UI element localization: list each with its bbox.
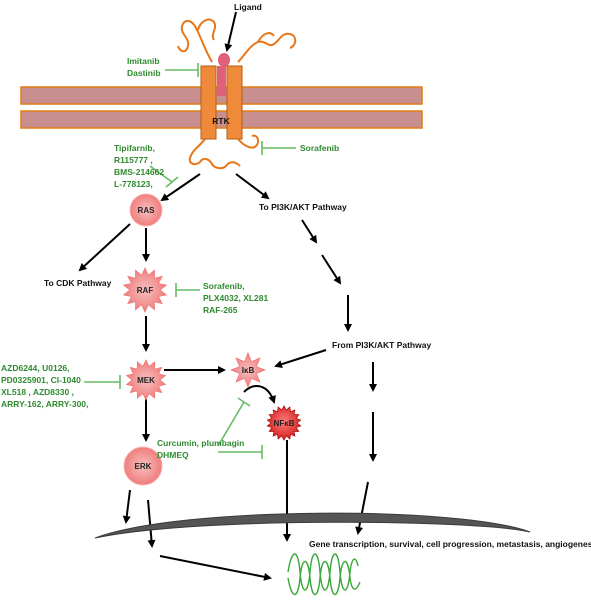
label-mek: MEK: [137, 376, 155, 385]
intracellular-chains: [188, 134, 260, 170]
arrows: [78, 11, 377, 581]
arrow-ras-cdk: [78, 223, 131, 272]
label-erk: ERK: [135, 462, 152, 471]
inhibitor-mek-4: ARRY-162, ARRY-300,: [1, 399, 88, 409]
inhibit-ras-bar: [165, 176, 179, 188]
mek-node: [125, 359, 167, 401]
inhibitor-raf-2: PLX4032, XL281: [203, 293, 268, 303]
ikb-node: [229, 351, 267, 389]
label-nfkb: NFκB: [274, 419, 295, 428]
arrow-ligand: [224, 11, 237, 52]
dna-strand: [287, 553, 361, 596]
label-ikb: IκB: [242, 366, 255, 375]
arrow-pi3k-2: [321, 254, 342, 285]
ligand-tip: [218, 53, 230, 67]
ligand-chains: [177, 18, 297, 63]
inhibitor-ras-3: BMS-214662: [114, 167, 164, 177]
inhibitor-imitanib: Imitanib: [127, 56, 160, 66]
arrow-to-nucleus-right: [355, 481, 369, 535]
label-gene-transcription: Gene transcription, survival, cell progr…: [309, 539, 591, 549]
arrow-pi3k-1: [301, 219, 318, 244]
arrow-erk-left: [122, 489, 131, 524]
inhibitor-dastinib: Dastinib: [127, 68, 161, 78]
label-rtk: RTK: [212, 116, 230, 126]
nuclear-envelope: [94, 512, 531, 539]
inhibitor-ras-1: Tipifarnib,: [114, 143, 155, 153]
arrow-to-dna: [159, 555, 272, 581]
inhibitor-sorafenib-rtk: Sorafenib: [300, 143, 339, 153]
arrow-rtk-ras: [160, 173, 201, 202]
label-to-pi3k: To PI3K/AKT Pathway: [259, 202, 347, 212]
arrow-erk-right: [147, 499, 156, 548]
rtk-right-helix: [226, 65, 243, 140]
inhibit-ras-line: [149, 165, 173, 183]
inhibitor-ras-2: R115777 ,: [114, 155, 153, 165]
inhibit-ikb-bar: [237, 397, 251, 407]
rtk-receptor: [200, 65, 243, 140]
ras-node: [129, 193, 163, 227]
inhibitor-mek-2: PD0325901, CI-1040: [1, 375, 81, 385]
membrane-band-inner: [20, 110, 423, 129]
inhibitor-mek-3: XL518 , AZD8330 ,: [1, 387, 74, 397]
rtk-left-helix: [200, 65, 217, 140]
nfkb-node: [266, 405, 302, 441]
label-to-cdk: To CDK Pathway: [44, 278, 112, 288]
label-ras: RAS: [138, 206, 156, 215]
inhibitor-labels: Imitanib Dastinib Sorafenib Tipifarnib, …: [1, 56, 339, 460]
rtk-center-stalk: [217, 66, 226, 96]
arrow-rtk-pi3k: [235, 173, 270, 200]
inhibition-lines: [84, 63, 296, 459]
label-from-pi3k: From PI3K/AKT Pathway: [332, 340, 431, 350]
inhibit-ikb-line: [217, 401, 245, 447]
inhibitor-nfkb-1: Curcumin, plumbagin: [157, 438, 244, 448]
label-ligand: Ligand: [234, 2, 262, 12]
label-raf: RAF: [137, 286, 154, 295]
inhibitor-mek-1: AZD6244, U0126,: [1, 363, 70, 373]
raf-node: [122, 267, 168, 313]
arrow-ikb-nfkb: [243, 385, 276, 404]
arrow-fromPI3K-ikb: [274, 349, 327, 368]
erk-node: [123, 446, 163, 486]
cell-membrane: [20, 86, 423, 129]
inhibitor-raf-1: Sorafenib,: [203, 281, 245, 291]
inhibitor-raf-3: RAF-265: [203, 305, 238, 315]
inhibitor-ras-4: L-778123,: [114, 179, 153, 189]
inhibitor-nfkb-2: DHMEQ: [157, 450, 189, 460]
